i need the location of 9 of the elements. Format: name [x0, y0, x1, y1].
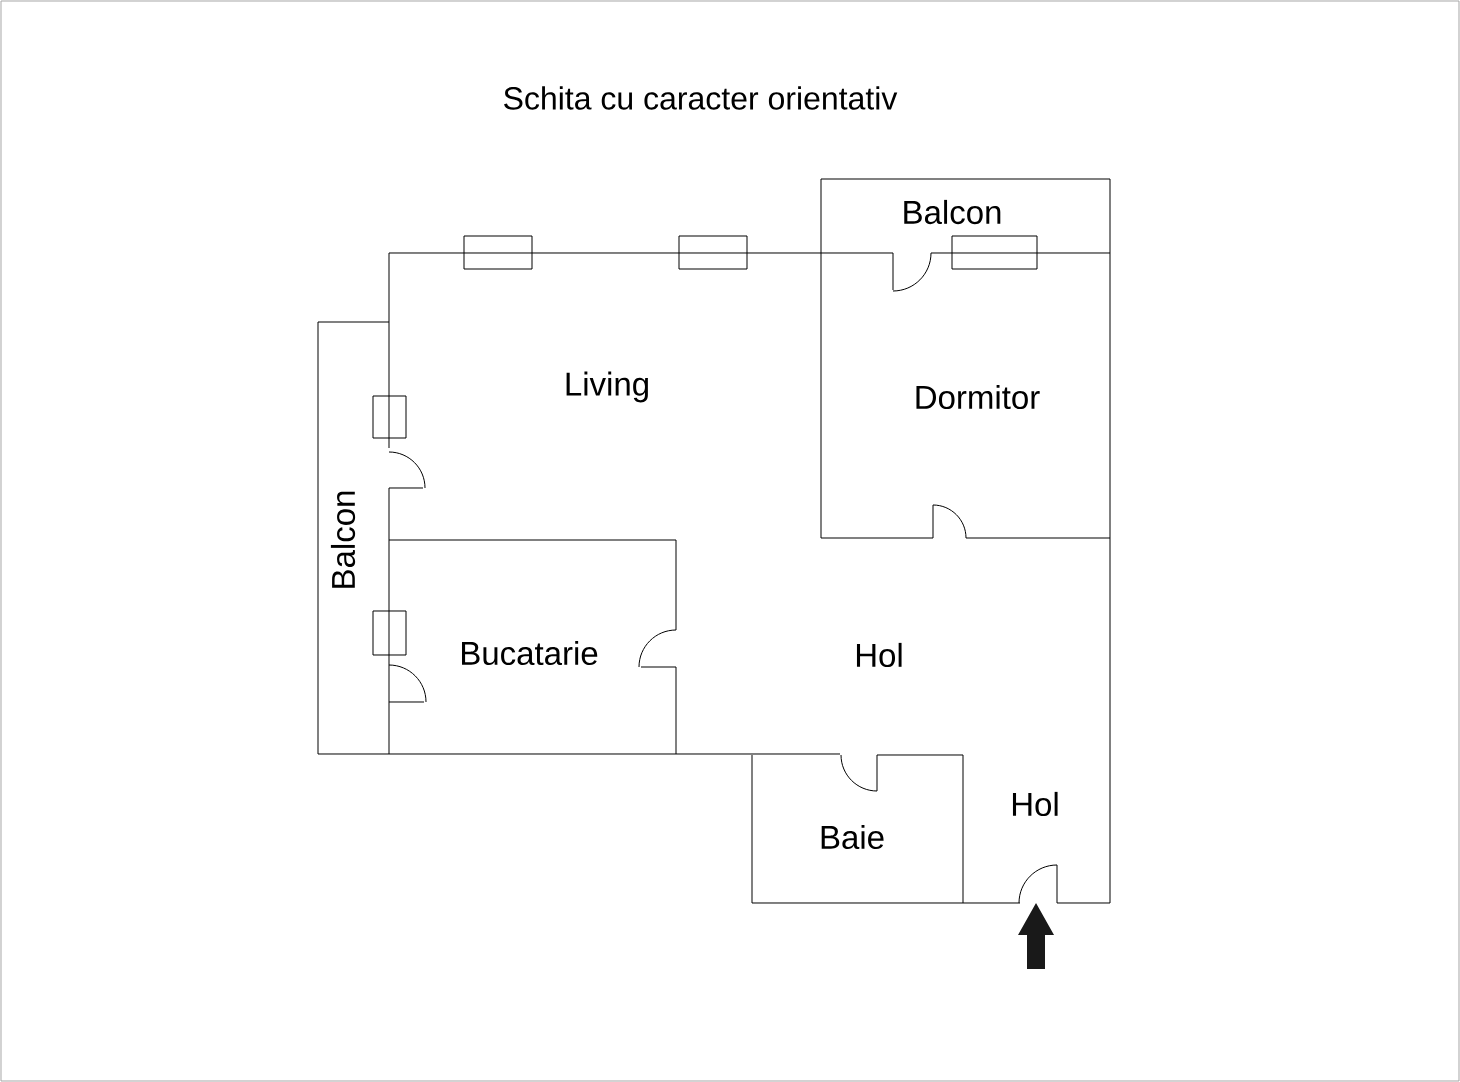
room-label: Hol	[1012, 791, 1058, 817]
title: Schita cu caracter orientativ	[504, 86, 898, 110]
room-label: Baie	[821, 824, 884, 850]
room-label: Bucatarie	[462, 640, 598, 666]
room-label: Dormitor	[916, 384, 1040, 410]
room-label: Balcon	[330, 491, 356, 588]
room-label: Living	[566, 371, 648, 403]
room-label: Hol	[856, 642, 902, 668]
room-label: Balcon	[904, 199, 1001, 225]
